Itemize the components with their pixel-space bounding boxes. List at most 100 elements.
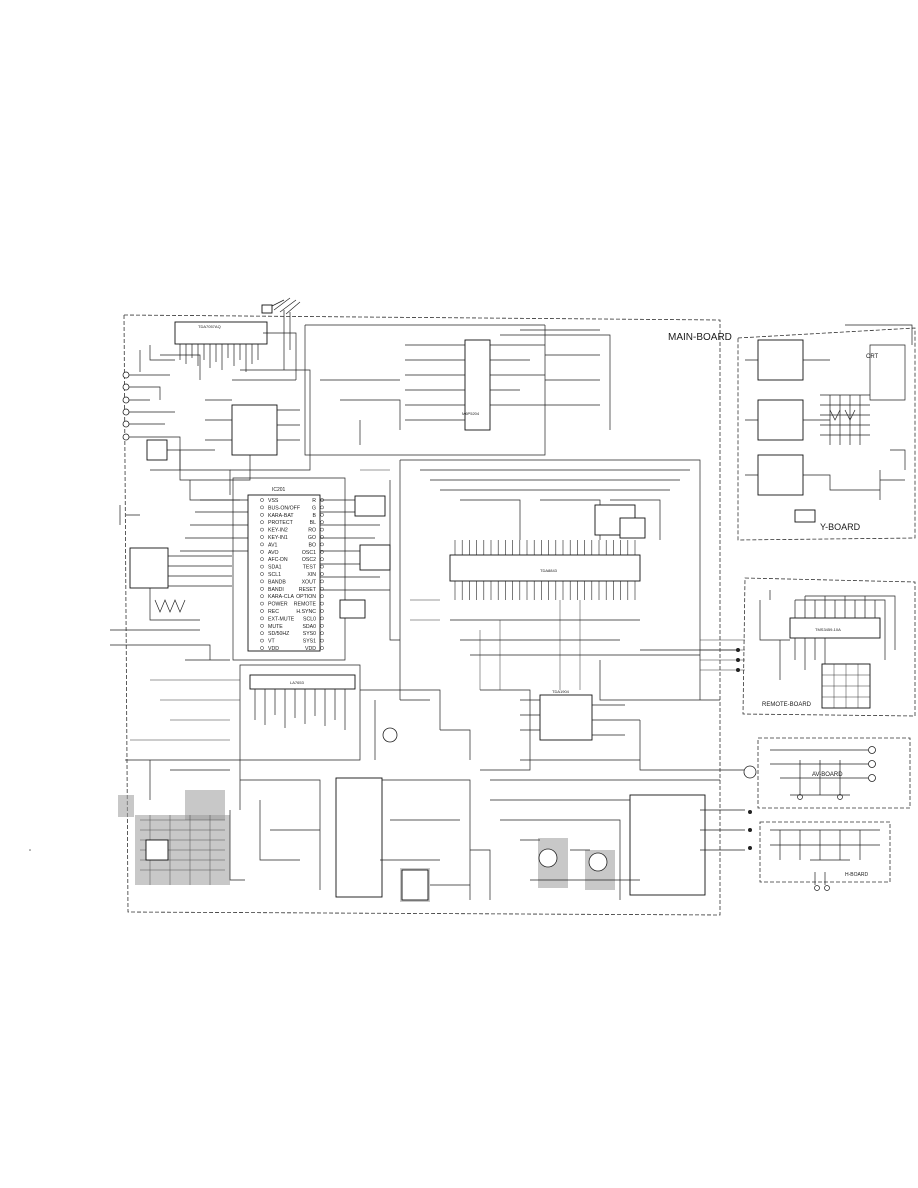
power-supply-section [118, 759, 491, 902]
left-pin-label-9: SDA1 [268, 565, 282, 571]
right-pin-label-1: G [312, 505, 316, 511]
left-pin-label-3: PROTECT [268, 520, 294, 526]
left-pin-label-pin-dot-13 [260, 594, 264, 599]
left-pin-label-19: VT [268, 639, 275, 645]
bottom-ic: LA7653 [239, 664, 471, 761]
right-pin-label-pin-dot-16 [320, 616, 324, 621]
deflection-section [490, 779, 752, 900]
left-pin-label-0: VSS [268, 498, 279, 504]
left-pin-label-pin-dot-12 [260, 586, 264, 591]
right-pin-label-pin-dot-9 [320, 564, 324, 569]
left-pin-label-pin-dot-14 [260, 601, 264, 606]
left-pin-label-pin-dot-11 [260, 579, 264, 584]
right-pin-label-pin-dot-4 [320, 527, 324, 532]
av-board-label: AV-BOARD [812, 772, 843, 778]
misc-wiring [130, 469, 745, 741]
left-pin-label-pin-dot-18 [260, 631, 264, 636]
left-pin-label-pin-dot-7 [260, 549, 264, 554]
jungle-ic-label: TDA8843 [540, 568, 558, 573]
left-pin-label-8: AFC-DN [268, 557, 288, 563]
right-pin-label-pin-dot-8 [320, 557, 324, 562]
left-pin-label-6: AV1 [268, 542, 278, 548]
right-pin-label-16: SCL0 [303, 616, 316, 622]
right-pin-label-pin-dot-10 [320, 572, 324, 576]
right-pin-label-pin-dot-14 [320, 601, 324, 606]
right-pin-label-pin-dot-2 [320, 512, 324, 517]
right-pin-label-pin-dot-6 [320, 542, 324, 547]
mid-top-block: M6P5204 [304, 324, 611, 456]
left-pin-label-pin-dot-6 [260, 542, 264, 547]
key-matrix [821, 663, 871, 709]
right-pin-label-pin-dot-15 [320, 609, 324, 613]
right-pin-label-0: R [312, 498, 316, 504]
right-pin-label-12: RESET [299, 587, 317, 593]
left-pin-label-13: KARA-CLA [268, 594, 294, 600]
right-pin-label-9: TEST [303, 565, 317, 571]
right-pin-label-2: B [313, 513, 317, 519]
left-pin-label-2: KARA-BAT [268, 513, 294, 519]
right-pin-label-pin-dot-18 [320, 631, 324, 636]
h-board-label: H-BOARD [845, 872, 868, 878]
right-pin-label-pin-dot-1 [320, 505, 324, 510]
remote-board-label: REMOTE-BOARD [762, 702, 812, 708]
left-pin-label-16: EXT-MUTE [268, 616, 295, 622]
right-pin-label-8: OSC2 [302, 557, 316, 563]
remote-ic-label: TMS3459-10A [815, 627, 841, 632]
crt-label: CRT [866, 354, 879, 360]
mid-ic-label: M6P5204 [462, 411, 480, 416]
y-board-label: Y-BOARD [820, 522, 861, 532]
right-pin-label-5: GO [308, 535, 316, 541]
left-pin-label-pin-dot-19 [260, 638, 264, 643]
left-pin-label-12: BANDI [268, 587, 284, 593]
av-board: AV-BOARD [757, 737, 911, 809]
left-pin-label-pin-dot-10 [260, 572, 264, 576]
y-board: Y-BOARD CRT [737, 324, 916, 541]
left-input-connectors [119, 345, 231, 525]
main-board: MAIN-BOARD [123, 314, 732, 916]
left-pin-label-20: VDD [268, 646, 279, 652]
right-pin-label-19: SYS1 [303, 639, 316, 645]
left-pin-label-pin-dot-17 [260, 623, 264, 628]
right-pin-label-3: BL [310, 520, 316, 526]
left-pin-label-pin-dot-4 [260, 527, 264, 532]
left-pin-label-pin-dot-0 [260, 498, 264, 502]
main-board-label: MAIN-BOARD [668, 332, 732, 343]
left-pin-label-7: AVO [268, 550, 279, 556]
right-pin-label-11: XOUT [302, 579, 317, 585]
left-pin-label-pin-dot-15 [260, 609, 264, 613]
left-pin-label-14: POWER [268, 602, 288, 608]
left-pin-label-pin-dot-3 [260, 520, 264, 525]
left-pin-label-pin-dot-16 [260, 616, 264, 621]
left-pin-label-4: KEY-IN2 [268, 528, 288, 534]
right-pin-label-6: BO [309, 542, 317, 548]
left-pin-label-10: SCL1 [268, 572, 281, 578]
right-pin-label-14: REMOTE [294, 602, 317, 608]
tuner-ic-label: TDA7057AQ [198, 324, 221, 329]
remote-board: REMOTE-BOARD TMS3459-10A [742, 577, 916, 717]
left-pin-label-pin-dot-1 [260, 505, 264, 510]
right-pin-label-20: VDD [305, 646, 316, 652]
left-pin-label-15: REC [268, 609, 279, 615]
sound-ic-block: TDA1904 [480, 689, 757, 779]
left-pin-label-pin-dot-5 [260, 535, 264, 539]
main-controller-ic: IC201 VSSBUS-ON/OFFKARA-BATPROTECTKEY-IN… [180, 477, 400, 661]
left-pin-label-5: KEY-IN1 [268, 535, 288, 541]
right-pin-label-7: OSC1 [302, 550, 316, 556]
left-pin-label-pin-dot-8 [260, 557, 264, 562]
right-pin-labels: RGBBLROGOBOOSC1OSC2TESTXINXOUTRESETOPTIO… [294, 498, 324, 652]
right-pin-label-pin-dot-19 [320, 638, 324, 643]
h-board: H-BOARD [759, 821, 891, 891]
left-pin-label-18: SD/50HZ [268, 631, 289, 637]
right-pin-label-pin-dot-17 [320, 623, 324, 628]
right-pin-label-10: XIN [307, 572, 316, 578]
left-eeprom-block [110, 547, 232, 661]
left-pin-label-pin-dot-20 [260, 646, 264, 650]
left-pin-label-pin-dot-2 [260, 512, 264, 517]
left-pin-label-1: BUS-ON/OFF [268, 505, 300, 511]
right-pin-label-18: SYS0 [303, 631, 316, 637]
right-pin-label-13: OPTION [296, 594, 316, 600]
jungle-ic: TDA8843 [399, 459, 740, 701]
left-pin-label-pin-dot-9 [260, 564, 264, 569]
bottom-ic-label: LA7653 [290, 680, 305, 685]
